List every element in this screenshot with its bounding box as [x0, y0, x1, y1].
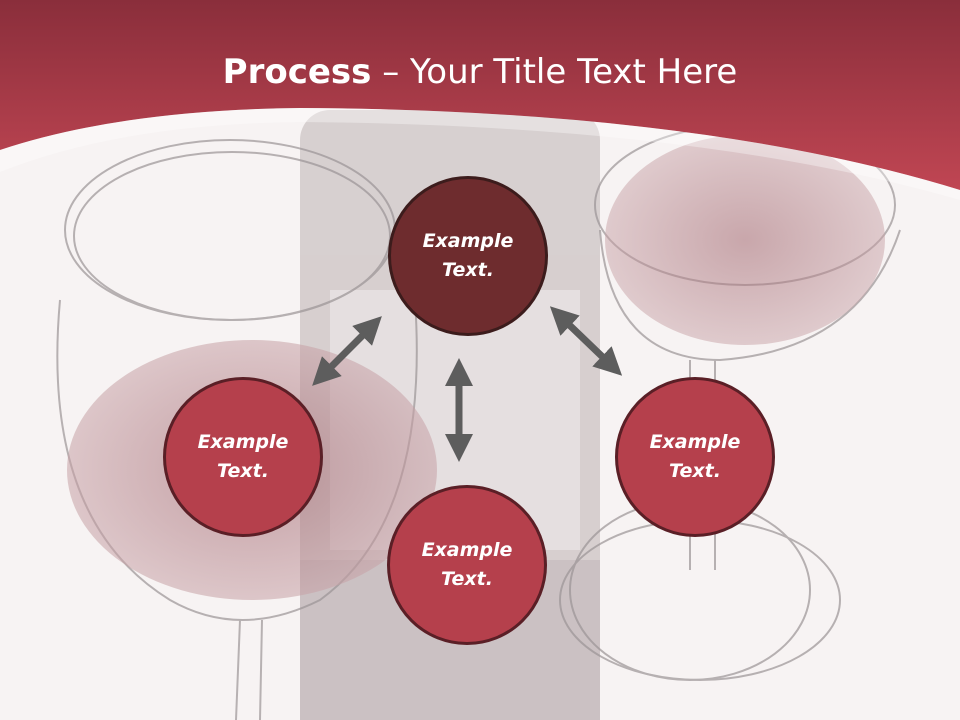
- node-right-line2: Text.: [669, 460, 721, 482]
- node-top-line1: Example: [422, 230, 514, 252]
- node-right-line1: Example: [649, 431, 741, 453]
- title-bold: Process: [222, 52, 372, 92]
- title-separator: –: [371, 52, 411, 92]
- title-text: Your Title Text Here: [410, 52, 738, 92]
- slide-title: Process – Your Title Text Here: [0, 52, 960, 92]
- node-bottom-line1: Example: [421, 539, 513, 561]
- node-left-line2: Text.: [217, 460, 269, 482]
- node-top-line2: Text.: [442, 259, 494, 281]
- node-bottom-line2: Text.: [441, 568, 493, 590]
- node-left-line1: Example: [197, 431, 289, 453]
- header-band: [0, 0, 960, 190]
